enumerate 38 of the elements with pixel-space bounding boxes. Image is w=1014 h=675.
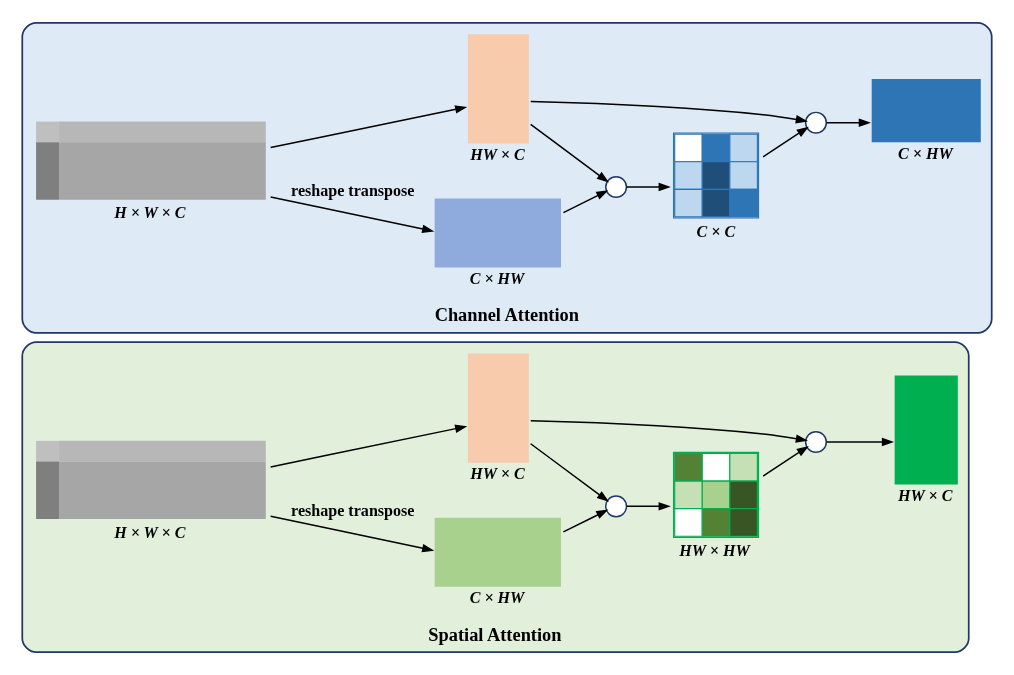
node-box [467,34,529,144]
edge-label: reshape transpose [291,501,415,519]
node-circle [804,430,828,454]
arrow [825,118,871,127]
node-label: C × HW [898,144,953,162]
node-label: C × HW [469,269,525,287]
arrow [529,443,609,502]
node-circle [605,495,628,518]
node-circle [804,111,828,134]
node-label: C × HW [469,589,525,607]
node-circle [605,175,628,199]
arrow [625,182,671,192]
arrow [625,502,671,511]
node-label: C × C [696,222,736,240]
arrow [762,126,809,158]
node-label: HW × C [898,486,953,504]
arrow [562,509,609,533]
node-label: HW × C [470,145,525,163]
node-label: HW × C [470,465,525,483]
arrow [269,196,435,234]
arrow [269,105,468,149]
node-box [434,198,561,268]
node-box [871,79,981,143]
node-box [434,517,561,587]
edge-label: reshape transpose [291,182,415,200]
arrow [529,123,609,183]
arrow [269,515,435,553]
arrow [269,424,468,468]
arrow [762,445,809,477]
arrow [562,190,609,214]
arrow [530,100,808,124]
node-label: H × W × C [114,523,186,541]
arrow [530,420,808,443]
arrow [825,437,895,447]
node-label: H × W × C [114,204,186,222]
node-label: HW × HW [679,541,750,559]
node-box [467,353,529,463]
node-box [894,375,958,485]
